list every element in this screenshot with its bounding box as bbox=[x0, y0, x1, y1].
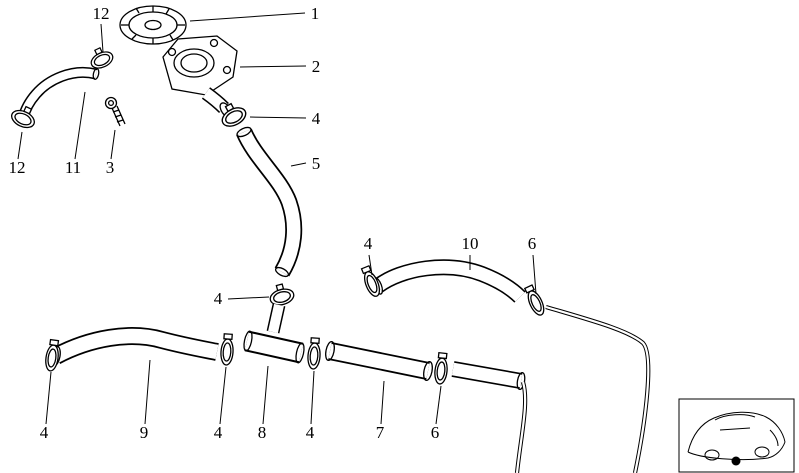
leader-line bbox=[532, 254, 537, 295]
hose-10-drawing bbox=[372, 259, 526, 303]
leader-line bbox=[144, 359, 151, 425]
tee-connector-drawing bbox=[243, 303, 305, 364]
bolt-drawing bbox=[104, 96, 126, 127]
hose-9-drawing bbox=[51, 327, 219, 367]
callout-6-hose10[interactable]: 6 bbox=[528, 234, 537, 253]
leader-line bbox=[310, 370, 315, 425]
callout-4-hose10-left[interactable]: 4 bbox=[364, 234, 373, 253]
leader-line bbox=[290, 162, 307, 167]
callout-4-tee-top[interactable]: 4 bbox=[214, 289, 223, 308]
clamp-hose10-right-drawing bbox=[522, 283, 548, 318]
leader-line bbox=[189, 12, 306, 22]
callout-11[interactable]: 11 bbox=[65, 158, 81, 177]
callout-8[interactable]: 8 bbox=[258, 423, 267, 442]
leader-lines bbox=[17, 12, 537, 425]
callout-4-tee-right[interactable]: 4 bbox=[306, 423, 315, 442]
leader-line bbox=[249, 116, 307, 119]
clamp-hose9-right-drawing bbox=[219, 332, 235, 367]
callout-1[interactable]: 1 bbox=[311, 4, 320, 23]
car-sketch bbox=[687, 411, 786, 466]
pipe-right-drawing bbox=[545, 304, 651, 473]
hose-7-drawing bbox=[325, 340, 433, 382]
leader-line bbox=[227, 296, 270, 300]
clamp-small-hose-upper-drawing bbox=[86, 43, 116, 72]
clamp-hose9-left-drawing bbox=[43, 338, 62, 373]
location-marker-dot bbox=[731, 456, 741, 466]
upper-hose-drawing bbox=[236, 126, 303, 278]
callout-6-hose7[interactable]: 6 bbox=[431, 423, 440, 442]
callout-7[interactable]: 7 bbox=[376, 423, 385, 442]
callout-3[interactable]: 3 bbox=[106, 158, 115, 177]
leader-line bbox=[100, 23, 104, 53]
leader-line bbox=[368, 254, 373, 276]
radiator-cap-drawing bbox=[119, 5, 187, 45]
callout-4-neck[interactable]: 4 bbox=[312, 109, 321, 128]
leader-line bbox=[435, 385, 442, 425]
pipe-bottom-drawing bbox=[451, 361, 528, 473]
callout-12-top[interactable]: 12 bbox=[93, 4, 110, 23]
small-vent-hose-drawing bbox=[17, 66, 100, 120]
callout-4-hose9-left[interactable]: 4 bbox=[40, 423, 49, 442]
callout-9[interactable]: 9 bbox=[140, 423, 149, 442]
leader-line bbox=[239, 65, 307, 68]
callout-2[interactable]: 2 bbox=[312, 57, 321, 76]
clamp-tee-right-drawing bbox=[306, 336, 322, 371]
leader-line bbox=[262, 365, 269, 425]
clamp-hose7-right-drawing bbox=[433, 351, 450, 386]
leader-line bbox=[74, 91, 86, 160]
callout-12-left[interactable]: 12 bbox=[9, 158, 26, 177]
callout-labels: 12 1 2 4 5 12 11 3 4 10 6 4 4 9 4 8 4 7 … bbox=[9, 4, 537, 442]
leader-line bbox=[45, 371, 52, 425]
callout-4-hose9-right[interactable]: 4 bbox=[214, 423, 223, 442]
leader-line bbox=[219, 366, 227, 425]
leader-line bbox=[110, 129, 116, 160]
clamp-tee-top-drawing bbox=[266, 281, 297, 309]
callout-10[interactable]: 10 bbox=[462, 234, 479, 253]
leader-line bbox=[17, 131, 23, 160]
car-locator-inset bbox=[678, 398, 795, 473]
leader-line bbox=[380, 380, 385, 425]
callout-5[interactable]: 5 bbox=[312, 154, 321, 173]
